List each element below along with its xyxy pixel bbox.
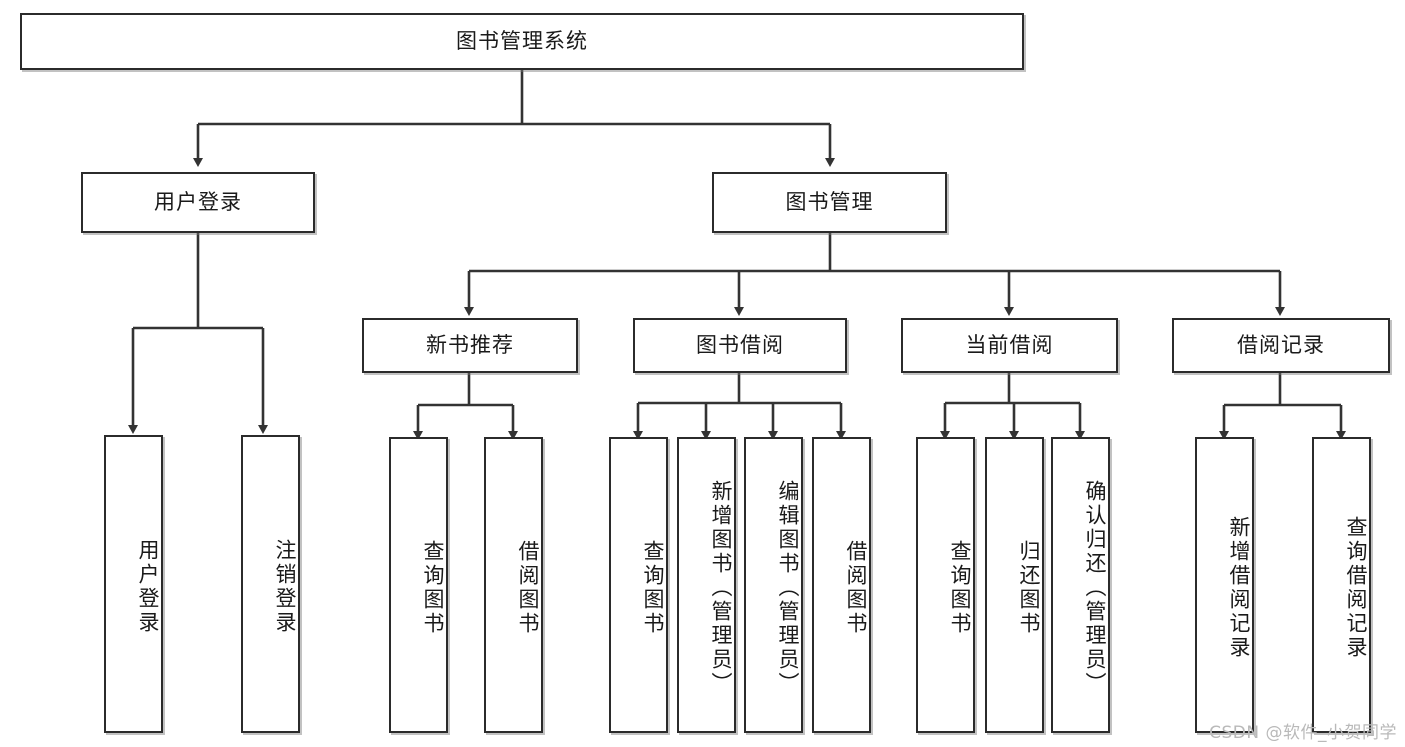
node-root-label: 图书管理系统 [456,28,588,53]
leaf-borrow-record-1-label: 新增借阅记录 [1227,516,1251,660]
leaf-book-borrow-4[interactable]: 借阅图书 [812,437,871,733]
node-new-book-recommend[interactable]: 新书推荐 [362,318,578,373]
leaf-book-borrow-4-label: 借阅图书 [844,540,868,636]
node-current-borrow-label: 当前借阅 [965,332,1054,357]
node-user-login[interactable]: 用户登录 [81,172,315,233]
leaf-current-borrow-3-label: 确认归还（管理员） [1083,480,1107,696]
leaf-book-borrow-1-label: 查询图书 [641,540,665,636]
leaf-new-book-2-label: 借阅图书 [516,540,540,636]
node-new-book-recommend-label: 新书推荐 [426,332,514,357]
node-book-manage[interactable]: 图书管理 [712,172,947,233]
node-borrow-record[interactable]: 借阅记录 [1172,318,1390,373]
leaf-book-borrow-3[interactable]: 编辑图书（管理员） [744,437,803,733]
leaf-user-login-1-label: 用户登录 [136,539,160,635]
leaf-book-borrow-3-label: 编辑图书（管理员） [776,480,800,696]
node-user-login-label: 用户登录 [154,189,242,214]
leaf-current-borrow-2[interactable]: 归还图书 [985,437,1044,733]
node-book-borrow[interactable]: 图书借阅 [633,318,847,373]
leaf-borrow-record-1[interactable]: 新增借阅记录 [1195,437,1254,733]
leaf-user-login-1[interactable]: 用户登录 [104,435,163,733]
leaf-new-book-1-label: 查询图书 [421,540,445,636]
node-book-manage-label: 图书管理 [785,189,874,214]
node-current-borrow[interactable]: 当前借阅 [901,318,1118,373]
leaf-new-book-1[interactable]: 查询图书 [389,437,448,733]
leaf-current-borrow-1[interactable]: 查询图书 [916,437,975,733]
leaf-user-login-2[interactable]: 注销登录 [241,435,300,733]
node-root[interactable]: 图书管理系统 [20,13,1024,70]
leaf-current-borrow-1-label: 查询图书 [948,540,972,636]
leaf-user-login-2-label: 注销登录 [273,539,297,635]
leaf-book-borrow-2-label: 新增图书（管理员） [709,480,733,696]
node-book-borrow-label: 图书借阅 [696,332,784,357]
leaf-current-borrow-2-label: 归还图书 [1017,540,1041,636]
leaf-borrow-record-2-label: 查询借阅记录 [1344,516,1368,660]
leaf-borrow-record-2[interactable]: 查询借阅记录 [1312,437,1371,733]
leaf-book-borrow-1[interactable]: 查询图书 [609,437,668,733]
leaf-new-book-2[interactable]: 借阅图书 [484,437,543,733]
leaf-current-borrow-3[interactable]: 确认归还（管理员） [1051,437,1110,733]
node-borrow-record-label: 借阅记录 [1237,332,1325,357]
leaf-book-borrow-2[interactable]: 新增图书（管理员） [677,437,736,733]
